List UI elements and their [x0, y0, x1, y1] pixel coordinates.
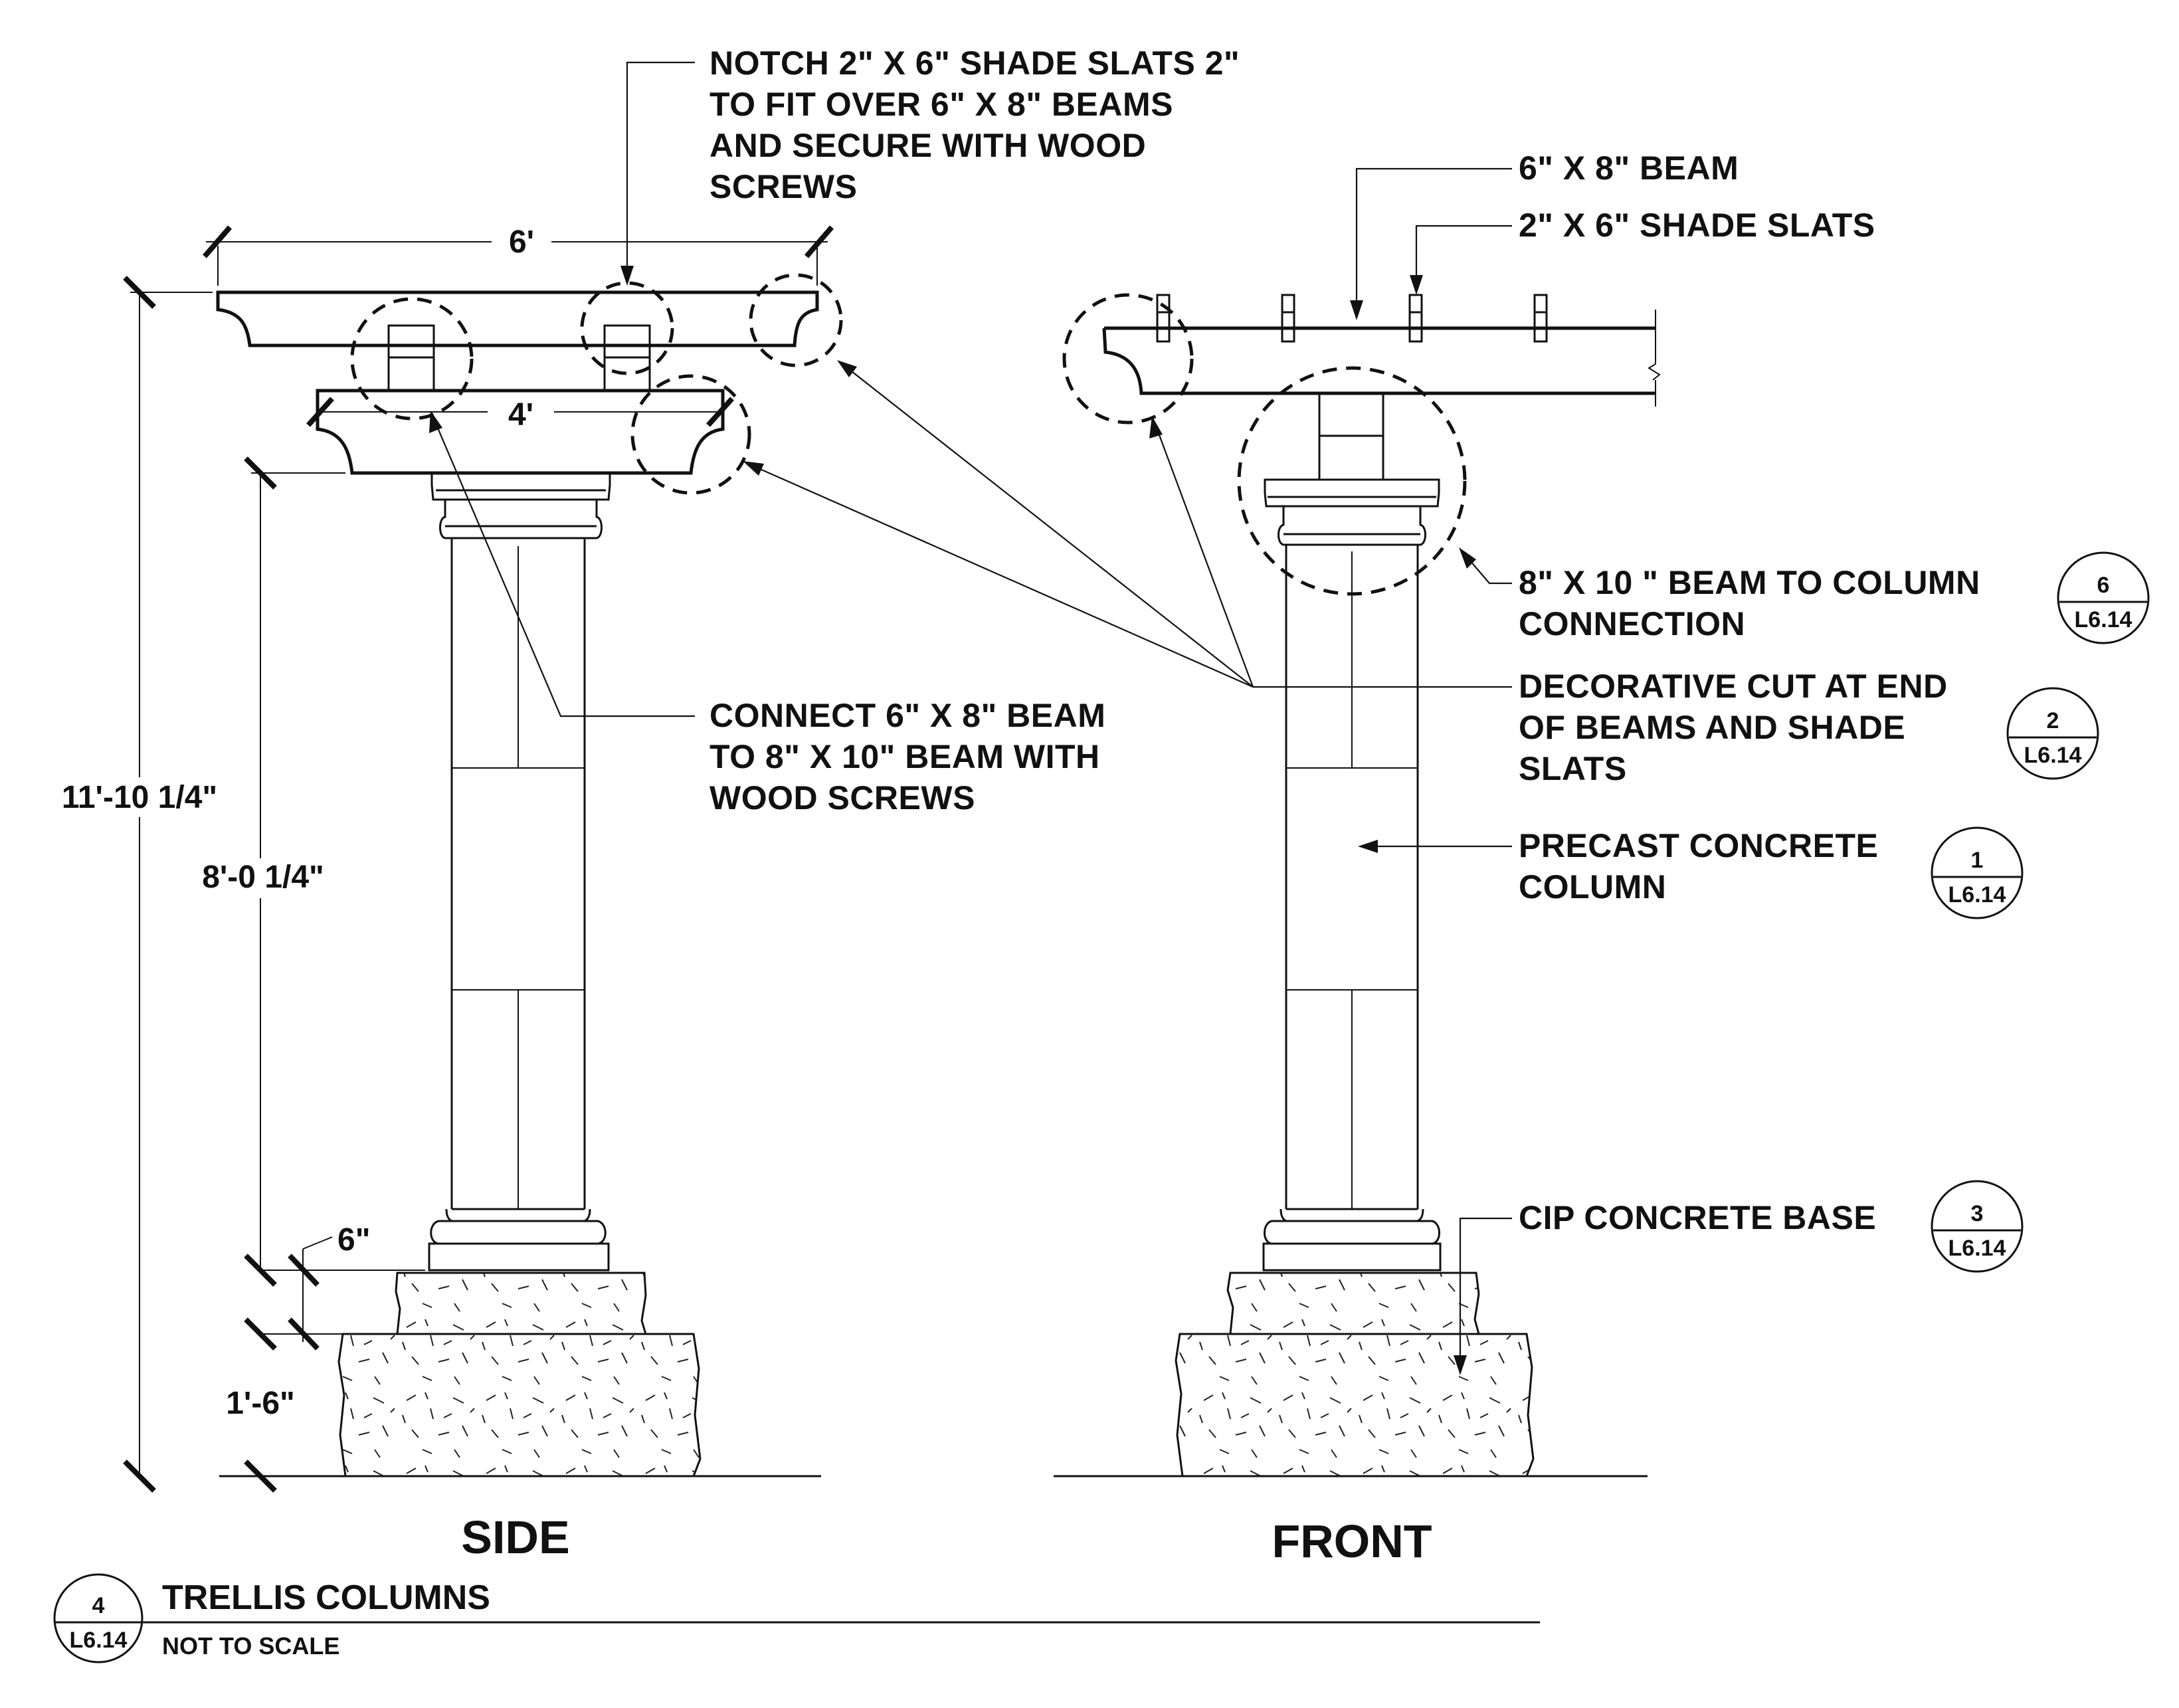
side-detail-circle-2 — [580, 281, 674, 375]
side-upper-cip-base — [395, 1272, 648, 1335]
dim-upper-base-height: 6" — [337, 1222, 370, 1258]
view-label-front: FRONT — [1272, 1515, 1432, 1567]
view-label-side: SIDE — [461, 1511, 569, 1563]
front-column-base — [1264, 1208, 1440, 1245]
side-top-beam — [216, 290, 819, 347]
svg-text:L6.14: L6.14 — [70, 1628, 128, 1653]
dim-lower-base-height: 1'-6" — [226, 1386, 295, 1421]
svg-text:CONNECT 6" X 8" BEAM: CONNECT 6" X 8" BEAM — [710, 697, 1105, 734]
svg-text:OF BEAMS AND SHADE: OF BEAMS AND SHADE — [1519, 709, 1905, 746]
front-view — [1054, 293, 1661, 1477]
side-detail-circle-1 — [350, 297, 474, 421]
note-beam-to-column: 8" X 10 " BEAM TO COLUMN CONNECTION — [1519, 564, 1980, 642]
note-precast-column: PRECAST CONCRETE COLUMN — [1519, 827, 1878, 905]
detail-bubble-decorative-cut: 2 L6.14 — [2006, 687, 2099, 780]
dim-overall-height: 11'-10 1/4" — [62, 780, 217, 815]
front-column-shaft — [1285, 545, 1419, 1209]
side-dimensions: 6' 4' 11'-10 1/4" 8'-0 1/4" 6" 1'-6 — [40, 219, 834, 1493]
side-column-base — [430, 1208, 607, 1245]
scale-note: NOT TO SCALE — [162, 1632, 339, 1660]
svg-text:4: 4 — [92, 1593, 105, 1618]
dim-top-beam-width: 6' — [509, 225, 534, 260]
detail-bubble-precast-column: 1 L6.14 — [1931, 826, 2024, 919]
note-beam: 6" X 8" BEAM — [1519, 149, 1739, 187]
svg-text:TO FIT OVER 6" X 8" BEAMS: TO FIT OVER 6" X 8" BEAMS — [710, 86, 1173, 123]
svg-text:WOOD SCREWS: WOOD SCREWS — [710, 779, 975, 816]
note-cip-base: CIP CONCRETE BASE — [1519, 1199, 1876, 1236]
side-detail-circle-4 — [630, 374, 751, 495]
svg-text:L6.14: L6.14 — [2024, 743, 2082, 768]
detail-bubble-beam-to-column: 6 L6.14 — [2057, 551, 2150, 644]
title-bubble — [53, 1573, 143, 1663]
svg-text:8" X 10 " BEAM TO COLUMN: 8" X 10 " BEAM TO COLUMN — [1519, 564, 1980, 601]
svg-text:PRECAST CONCRETE: PRECAST CONCRETE — [1519, 827, 1878, 864]
svg-text:TO 8" X 10" BEAM WITH: TO 8" X 10" BEAM WITH — [710, 738, 1100, 775]
front-lower-cip-base — [1175, 1333, 1535, 1477]
svg-text:SCREWS: SCREWS — [710, 168, 857, 205]
side-column-capital — [430, 472, 611, 501]
detail-bubble-cip-base: 3 L6.14 — [1931, 1180, 2024, 1273]
svg-text:L6.14: L6.14 — [1948, 882, 2006, 907]
side-lower-cip-base — [337, 1333, 702, 1477]
dim-lower-beam-width: 4' — [508, 397, 533, 432]
svg-text:AND SECURE WITH WOOD: AND SECURE WITH WOOD — [710, 127, 1146, 164]
leader-lines — [429, 61, 1512, 1375]
front-column-capital — [1264, 478, 1440, 508]
svg-text:DECORATIVE CUT AT END: DECORATIVE CUT AT END — [1519, 668, 1948, 705]
svg-text:SLATS: SLATS — [1519, 750, 1627, 787]
svg-text:L6.14: L6.14 — [2075, 607, 2132, 632]
title-block: 4 L6.14 TRELLIS COLUMNS NOT TO SCALE — [53, 1573, 1540, 1663]
svg-text:1: 1 — [1971, 848, 1984, 873]
dim-column-height: 8'-0 1/4" — [202, 860, 324, 895]
svg-text:L6.14: L6.14 — [1948, 1236, 2006, 1261]
note-connect-beam: CONNECT 6" X 8" BEAM TO 8" X 10" BEAM WI… — [710, 697, 1105, 816]
svg-text:2: 2 — [2047, 708, 2059, 733]
svg-text:6: 6 — [2097, 573, 2110, 598]
front-beam — [1102, 328, 1656, 395]
front-upper-cip-base — [1226, 1272, 1480, 1335]
title-text: TRELLIS COLUMNS — [162, 1578, 490, 1617]
svg-text:NOTCH 2" X 6" SHADE SLATS 2": NOTCH 2" X 6" SHADE SLATS 2" — [710, 45, 1240, 82]
note-slats: 2" X 6" SHADE SLATS — [1519, 207, 1875, 244]
front-shade-slats — [1156, 294, 1548, 343]
svg-text:3: 3 — [1971, 1201, 1984, 1226]
note-decorative-cut: DECORATIVE CUT AT END OF BEAMS AND SHADE… — [1519, 668, 1948, 787]
note-notch-slats: NOTCH 2" X 6" SHADE SLATS 2" TO FIT OVER… — [710, 45, 1240, 205]
front-detail-circle-beam-end — [1062, 293, 1194, 425]
side-detail-circle-3 — [749, 273, 843, 367]
side-view — [216, 273, 843, 1477]
front-detail-circle-connection — [1237, 366, 1467, 596]
svg-text:COLUMN: COLUMN — [1519, 868, 1666, 905]
svg-text:CONNECTION: CONNECTION — [1519, 605, 1745, 642]
side-column-shaft — [450, 538, 586, 1209]
